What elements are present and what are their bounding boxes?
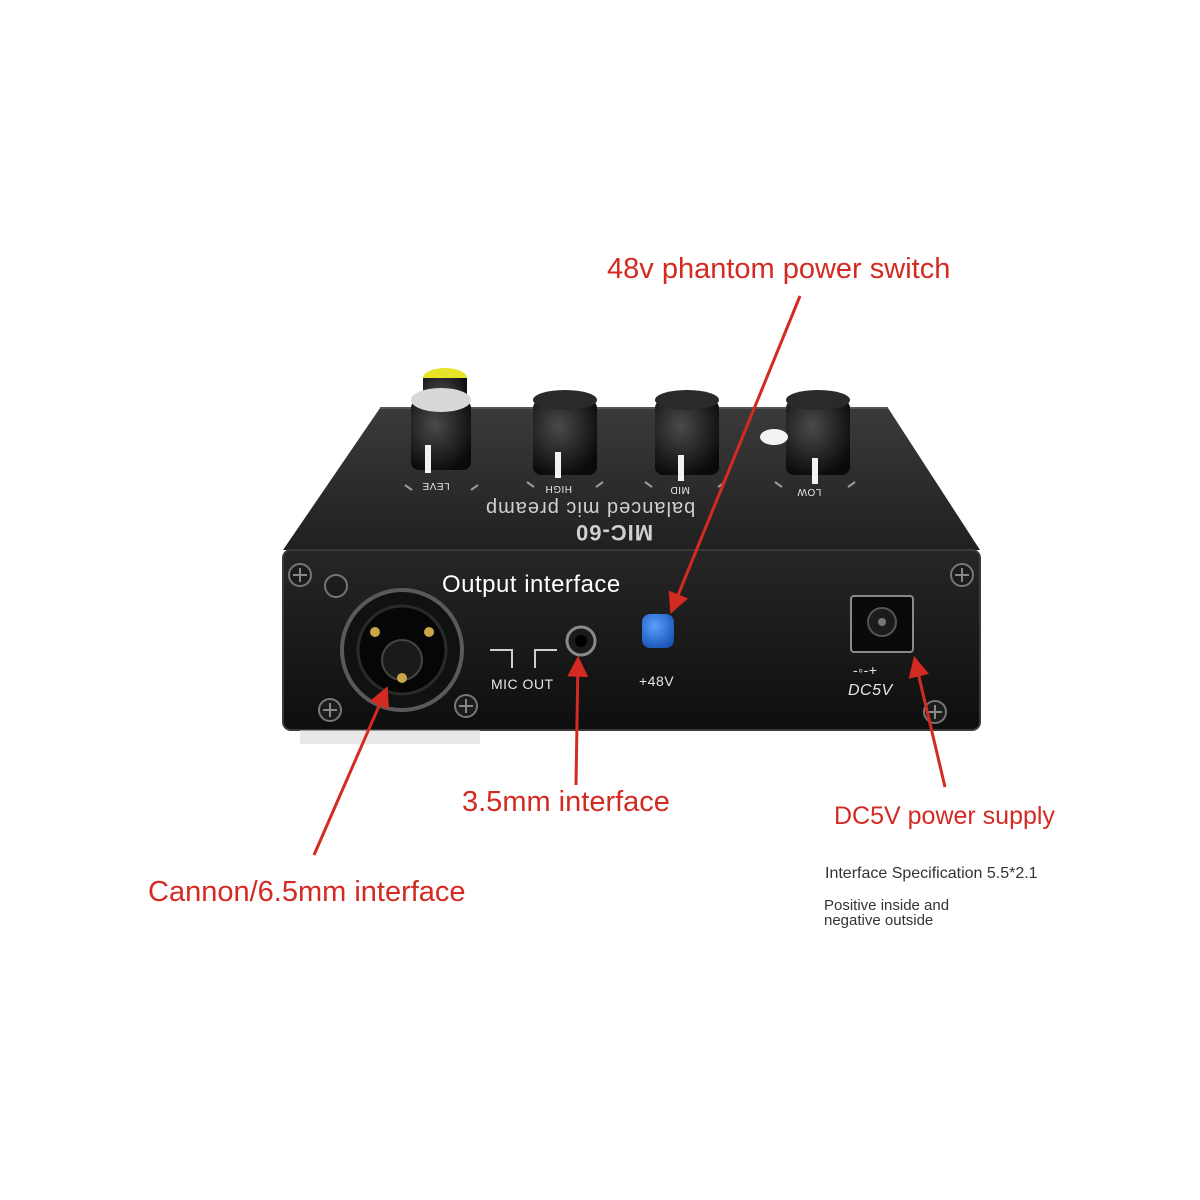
dc-polarity-label: -◦-+ [853,662,878,678]
mic-out-label: MIC OUT [491,676,554,692]
knob-label-high: HIGH [545,483,572,494]
device-front-panel [282,549,981,744]
annotation-polarity-1: Positive inside and [824,897,950,914]
annotation-spec: Interface Specification 5.5*2.1 [825,865,1038,882]
knob-label-level: LEVE [422,480,450,491]
low-knob[interactable] [786,390,850,484]
white-led [760,429,788,445]
knob-label-low: LOW [797,486,822,497]
device-subtitle: balanced mic preamp [485,497,696,519]
device-model: MIC-60 [575,520,654,545]
arrow-jack [567,655,589,786]
dc-power-jack[interactable] [850,595,914,653]
annotation-output-interface: Output interface [442,571,621,598]
dc-label: DC5V [848,682,893,699]
high-knob[interactable] [533,390,597,478]
screw-icons [288,563,974,724]
phantom-power-button[interactable] [642,614,674,648]
level-knob[interactable] [411,368,471,473]
annotation-jack-35: 3.5mm interface [462,786,670,818]
annotation-arrows [312,295,947,856]
knob-label-mid: MID [670,484,690,495]
combo-xlr-jack[interactable] [340,588,464,712]
annotation-polarity-2: negative outside [824,912,934,929]
annotation-dc-supply: DC5V power supply [834,802,1055,830]
arrow-dc [908,655,947,788]
annotation-phantom-switch: 48v phantom power switch [607,253,951,285]
mic-out-marks [490,649,557,668]
mid-knob[interactable] [655,390,719,481]
arrow-phantom [668,295,802,614]
annotation-cannon: Cannon/6.5mm interface [148,876,466,908]
arrow-cannon [312,686,389,856]
phantom-button-label: +48V [639,673,675,689]
jack-35mm[interactable] [565,625,597,657]
